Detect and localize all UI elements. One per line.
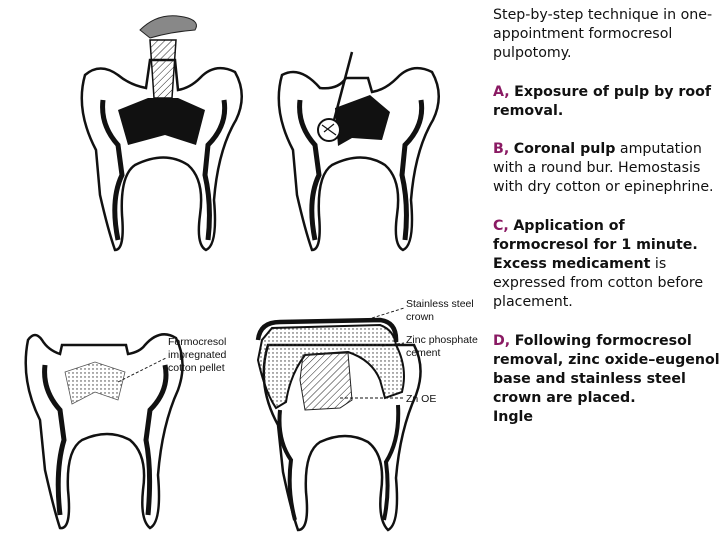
step-d-letter: D, <box>493 332 511 349</box>
caption-step-c: C, Application of formocresol for 1 minu… <box>493 217 725 313</box>
caption-step-b: B, Coronal pulp amputation with a round … <box>493 140 725 198</box>
tooth-b <box>277 51 440 252</box>
pulpotomy-illustration: Formocresol impregnated cotton pellet St… <box>24 15 478 532</box>
tooth-c <box>24 333 184 530</box>
step-b-text: amputation with a round bur. Hemostasis … <box>493 141 714 196</box>
step-b-letter: B, <box>493 141 510 158</box>
tooth-a <box>80 15 243 252</box>
tooth-d <box>255 307 422 532</box>
caption-intro: Step-by-step technique in one-appointmen… <box>493 7 713 62</box>
step-c-text: is expressed from cotton before placemen… <box>493 256 704 311</box>
caption-panel: Step-by-step technique in one-appointmen… <box>493 6 725 428</box>
label-formocresol: Formocresol <box>168 336 226 348</box>
label-stainless-steel: Stainless steel <box>406 298 474 310</box>
label-zinc-phosphate: Zinc phosphate <box>406 334 478 346</box>
step-c-letter: C, <box>493 217 509 234</box>
label-crown: crown <box>406 311 434 323</box>
step-a-letter: A, <box>493 83 510 100</box>
caption-step-d: D, Following formocresol removal, zinc o… <box>493 332 725 428</box>
step-a-text: Exposure of pulp by roof removal. <box>493 83 712 119</box>
step-c-bold: Application of formocresol for 1 minute.… <box>493 217 698 273</box>
caption-step-a: A, Exposure of pulp by roof removal. <box>493 83 725 121</box>
step-b-bold: Coronal pulp <box>513 141 616 158</box>
label-zn-oe: Zn OE <box>406 393 436 405</box>
label-cotton-pellet: cotton pellet <box>168 362 225 374</box>
label-impregnated: impregnated <box>168 349 227 361</box>
step-d-bold: Following formocresol removal, zinc oxid… <box>493 332 720 407</box>
source-ingle: Ingle <box>493 409 534 426</box>
label-cement: cement <box>406 347 441 359</box>
